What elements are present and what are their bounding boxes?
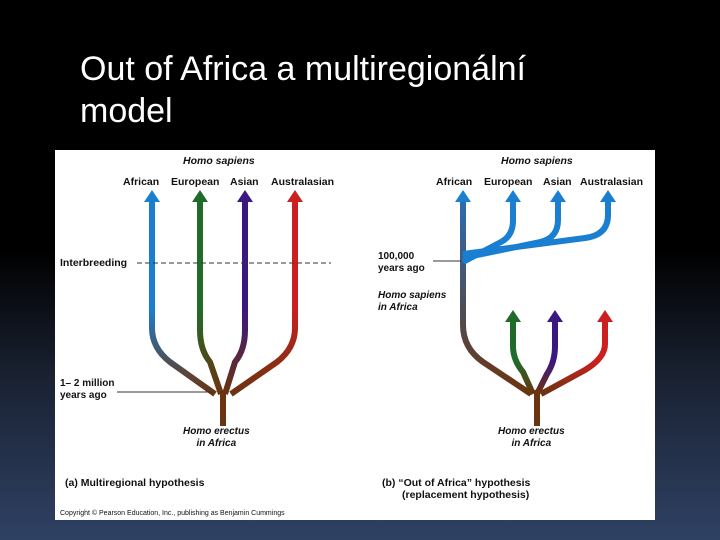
- panel-a-asian-lineage: [225, 202, 245, 394]
- panel-a-pop-african: African: [123, 176, 159, 188]
- panel-b-european-sub-arrow: [505, 310, 521, 322]
- panel-b-pop-asian: Asian: [543, 176, 572, 188]
- panel-b-pop-australasian: Australasian: [580, 176, 643, 188]
- panel-b-asian-sub-arrow: [547, 310, 563, 322]
- panel-b-australasian-sub-arrow: [597, 310, 613, 322]
- panel-a-species-label: Homo sapiens: [183, 155, 255, 167]
- panel-b-sapiens-africa-line-1: Homo sapiens: [378, 290, 446, 302]
- panel-a-arrowheads: [144, 190, 303, 202]
- slide-title: Out of Africa a multiregionální model: [80, 48, 680, 132]
- panel-b-european-arrow: [505, 190, 521, 202]
- panel-b-asian-lineage: [537, 322, 555, 394]
- panel-a-ancestor-line-1: Homo erectus: [183, 426, 250, 438]
- panel-a-time-line-2: years ago: [60, 390, 114, 402]
- slide-title-line-1: Out of Africa a multiregionální: [80, 48, 680, 90]
- panel-a-pop-australasian: Australasian: [271, 176, 334, 188]
- slide-title-line-2: model: [80, 90, 680, 132]
- panel-a-time-line-1: 1– 2 million: [60, 378, 114, 390]
- panel-b-australasian-branch: [463, 202, 608, 254]
- panel-b-time-line-1: 100,000: [378, 251, 425, 263]
- panel-b-african-arrow: [455, 190, 471, 202]
- panel-b-caption-line-2: (replacement hypothesis): [382, 489, 530, 501]
- panel-b-time-line-2: years ago: [378, 263, 425, 275]
- phylogeny-diagram: [55, 150, 655, 520]
- panel-a-asian-arrow: [237, 190, 253, 202]
- panel-a-african-arrow: [144, 190, 160, 202]
- panel-b-ancestor-line-1: Homo erectus: [498, 426, 565, 438]
- panel-a-ancestor-line-2: in Africa: [183, 438, 250, 450]
- panel-b-time-label: 100,000 years ago: [378, 251, 425, 275]
- panel-a-ancestor-label: Homo erectus in Africa: [183, 426, 250, 450]
- panel-b-pop-european: European: [484, 176, 532, 188]
- panel-b-ancestor-label: Homo erectus in Africa: [498, 426, 565, 450]
- panel-b-caption: (b) “Out of Africa” hypothesis (replacem…: [382, 477, 530, 501]
- panel-a-australasian-lineage: [231, 202, 295, 394]
- panel-b-pop-african: African: [436, 176, 472, 188]
- panel-a-time-label: 1– 2 million years ago: [60, 378, 114, 402]
- panel-a-european-arrow: [192, 190, 208, 202]
- hypotheses-figure: Homo sapiens African European Asian Aust…: [55, 150, 655, 520]
- panel-a-pop-asian: Asian: [230, 176, 259, 188]
- panel-a-caption: (a) Multiregional hypothesis: [65, 477, 204, 489]
- panel-a-african-lineage: [152, 202, 215, 394]
- panel-a-australasian-arrow: [287, 190, 303, 202]
- panel-b-australasian-arrow: [600, 190, 616, 202]
- panel-b-asian-arrow: [550, 190, 566, 202]
- interbreeding-label: Interbreeding: [60, 257, 127, 269]
- panel-b-ancestor-line-2: in Africa: [498, 438, 565, 450]
- panel-b-caption-line-1: (b) “Out of Africa” hypothesis: [382, 477, 530, 489]
- panel-b-australasian-lineage: [541, 322, 605, 394]
- copyright-notice: Copyright © Pearson Education, Inc., pub…: [60, 510, 285, 517]
- panel-a-pop-european: European: [171, 176, 219, 188]
- panel-a-european-lineage: [200, 202, 221, 394]
- panel-b-sapiens-africa-label: Homo sapiens in Africa: [378, 290, 446, 314]
- panel-b-species-label: Homo sapiens: [501, 155, 573, 167]
- panel-b-sapiens-africa-line-2: in Africa: [378, 302, 446, 314]
- panel-b-tree: [463, 202, 608, 426]
